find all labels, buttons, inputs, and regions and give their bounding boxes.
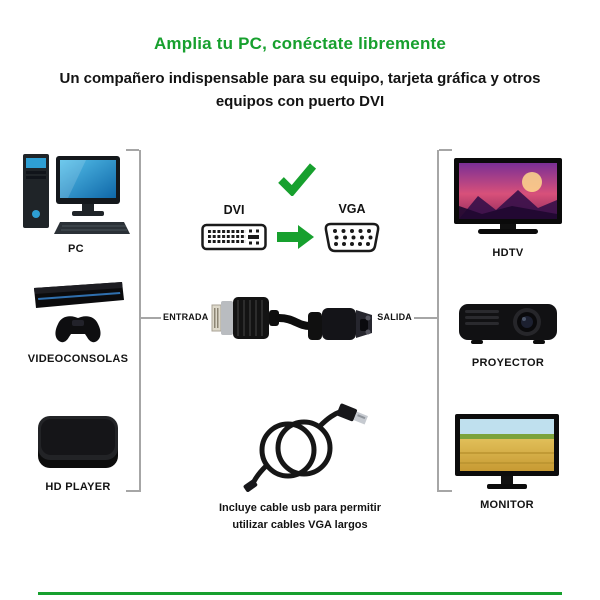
device-label-monitor: MONITOR [480,499,534,511]
right-bracket-line [437,150,439,492]
device-hd-player: HD PLAYER [24,410,132,493]
left-bracket-bottom-tick [126,490,139,492]
left-bracket-top-tick [126,149,139,151]
device-label-hd-player: HD PLAYER [45,481,111,493]
salida-connector-line [414,317,437,319]
device-hdtv: HDTV [448,156,568,259]
monitor-icon [455,414,559,489]
device-label-pc: PC [68,243,84,255]
entrada-connector-line [141,317,161,319]
entrada-label: ENTRADA [163,312,209,322]
device-label-hdtv: HDTV [492,247,524,259]
dvi-label: DVI [223,203,245,217]
salida-label: SALIDA [377,312,412,322]
hdtv-icon [454,158,562,234]
device-monitor: MONITOR [450,412,564,511]
projector-icon [459,304,557,344]
dvi-connector-icon [201,223,267,251]
usb-note: Incluye cable usb para permitir utilizar… [160,500,440,534]
device-proyector: PROYECTOR [452,296,564,369]
bottom-green-rule [38,592,562,595]
vga-connector-icon [324,222,380,253]
vga-connector-group: VGA [322,202,382,255]
usb-cable-icon [243,403,368,492]
usb-note-line1: Incluye cable usb para permitir [218,502,381,514]
right-bracket-bottom-tick [439,490,452,492]
arrow-right-icon [277,225,314,249]
left-bracket-line [139,150,141,492]
pc-icon [23,154,130,234]
device-pc: PC [18,152,134,255]
right-bracket-top-tick [439,149,452,151]
dvi-connector-group: DVI [200,203,268,254]
page-subtitle: Un compañero indispensable para su equip… [59,70,541,110]
hd-player-icon [38,416,118,468]
vga-label: VGA [338,202,366,216]
usb-note-line2: utilizar cables VGA largos [232,519,368,532]
page-title: Amplia tu PC, conéctate libremente [153,34,447,53]
device-videoconsolas: VIDEOCONSOLAS [20,278,136,365]
checkmark-icon [278,163,317,196]
device-label-proyector: PROYECTOR [471,357,545,369]
game-console-icon [34,282,124,343]
dvi-to-vga-adapter-icon [211,297,372,340]
device-label-videoconsolas: VIDEOCONSOLAS [27,353,129,365]
